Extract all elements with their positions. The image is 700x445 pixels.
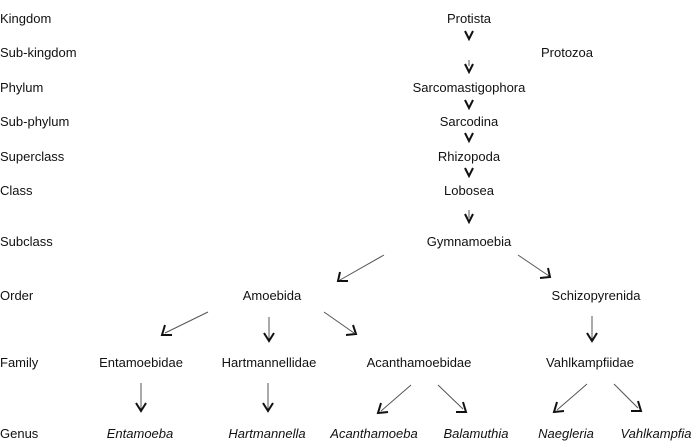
- taxon-acanthamoebidae: Acanthamoebidae: [366, 355, 472, 370]
- taxon-protozoa: Protozoa: [540, 45, 594, 60]
- arrow-rhizopoda-lobosea: [464, 167, 474, 179]
- arrow-acanthamoebidae-acanthamoeba: [376, 384, 412, 415]
- rank-kingdom: Kingdom: [0, 11, 52, 26]
- arrow-hartmannellidae-hartmannella: [262, 383, 274, 413]
- arrow-entamoebidae-entamoeba: [135, 383, 147, 413]
- arrow-protista-protozoa: [464, 30, 474, 42]
- taxon-rhizopoda: Rhizopoda: [437, 149, 501, 164]
- arrow-amoebida-hartmannellidae: [263, 317, 275, 343]
- taxon-entamoebidae: Entamoebidae: [99, 355, 183, 370]
- rank-family: Family: [0, 355, 39, 370]
- rank-subphylum: Sub-phylum: [0, 114, 70, 129]
- taxon-balamuthia: Balamuthia: [443, 426, 509, 441]
- taxon-vahlkampfiidae: Vahlkampfiidae: [546, 355, 634, 370]
- rank-order: Order: [0, 288, 34, 303]
- taxon-entamoeba: Entamoeba: [106, 426, 174, 441]
- taxon-vahlkampfia: Vahlkampfia: [620, 426, 692, 441]
- taxon-lobosea: Lobosea: [444, 183, 494, 198]
- taxon-gymnamoebia: Gymnamoebia: [426, 234, 512, 249]
- arrow-protozoa-sarcomastigophora: [464, 60, 474, 75]
- rank-genus: Genus: [0, 426, 39, 441]
- taxon-sarcodina: Sarcodina: [439, 114, 499, 129]
- taxon-amoebida: Amoebida: [242, 288, 302, 303]
- taxon-sarcomastigophora: Sarcomastigophora: [412, 80, 526, 95]
- arrow-amoebida-acanthamoebidae: [323, 311, 358, 336]
- arrow-sarcomastigophora-sarcodina: [464, 99, 474, 111]
- arrow-acanthamoebidae-balamuthia: [437, 384, 468, 413]
- rank-subclass: Subclass: [0, 234, 53, 249]
- arrow-sarcodina-rhizopoda: [464, 132, 474, 144]
- taxon-schizopyrenida: Schizopyrenida: [551, 288, 641, 303]
- taxon-protista: Protista: [446, 11, 492, 26]
- arrow-vahlkampfiidae-vahlkampfia: [613, 383, 643, 412]
- rank-class: Class: [0, 183, 33, 198]
- arrow-schizopyrenida-vahlkampfiidae: [586, 316, 598, 343]
- taxon-acanthamoeba: Acanthamoeba: [330, 426, 418, 441]
- taxon-hartmannellidae: Hartmannellidae: [221, 355, 317, 370]
- taxon-hartmannella: Hartmannella: [228, 426, 306, 441]
- arrow-vahlkampfiidae-naegleria: [552, 383, 588, 414]
- arrow-amoebida-entamoebidae: [160, 311, 209, 336]
- taxon-naegleria: Naegleria: [538, 426, 594, 441]
- rank-phylum: Phylum: [0, 80, 44, 95]
- arrow-lobosea-gymnamoebia: [464, 210, 474, 225]
- rank-subkingdom: Sub-kingdom: [0, 45, 77, 60]
- rank-superclass: Superclass: [0, 149, 65, 164]
- arrow-gymnamoebia-schizopyrenida: [517, 254, 552, 279]
- arrow-gymnamoebia-amoebida: [336, 254, 385, 282]
